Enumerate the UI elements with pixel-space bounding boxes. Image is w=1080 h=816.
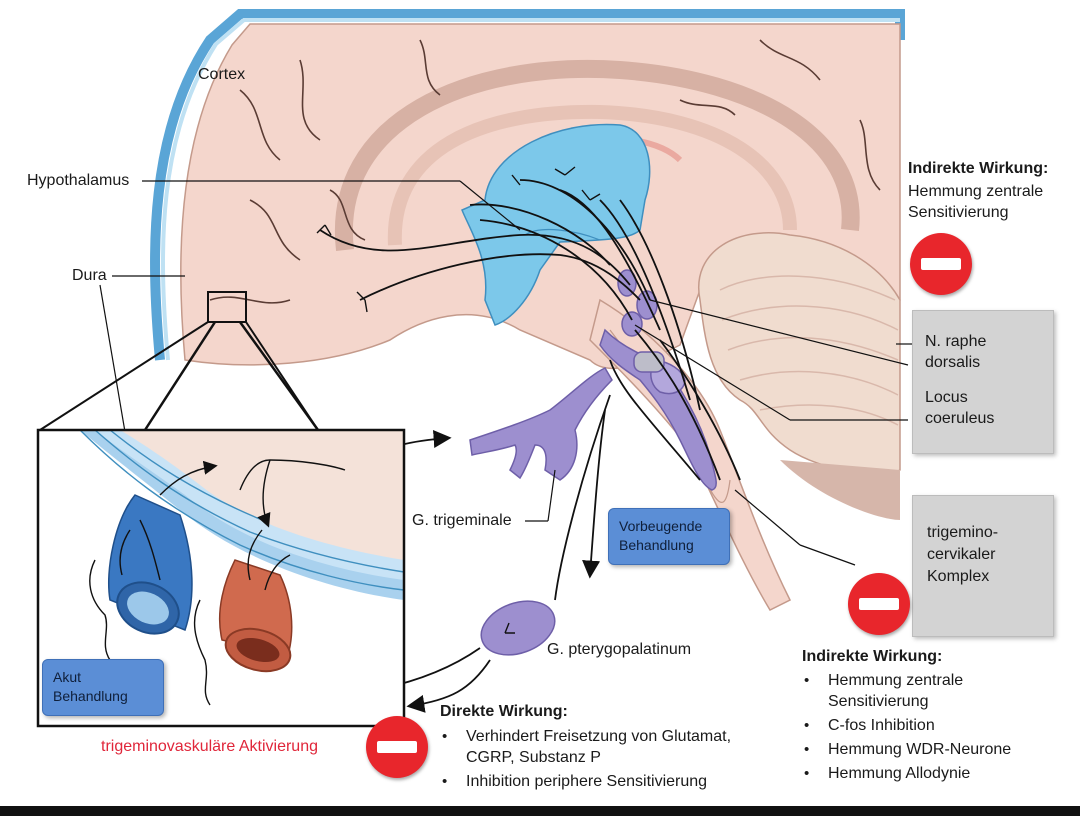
stop-sign-icon	[366, 716, 428, 778]
trigemino-line-2: cervikaler	[927, 546, 996, 563]
vorbeugende-line-2: Behandlung	[619, 537, 694, 553]
stop-sign-icon	[848, 573, 910, 635]
dura-label: Dura	[72, 267, 107, 284]
cerebellum	[697, 232, 901, 475]
akut-line-1: Akut	[53, 669, 82, 685]
vein-vessel	[107, 494, 193, 635]
nuclei-box: N. raphe dorsalis Locus coeruleus	[912, 310, 1054, 454]
g-trigeminale-label: G. trigeminale	[412, 512, 512, 529]
list-item: Inhibition periphere Sensitivierung	[440, 771, 731, 792]
direct-heading: Direkte Wirkung:	[440, 703, 568, 720]
indirect-bottom-heading: Indirekte Wirkung:	[802, 648, 943, 665]
zoom-source-box	[207, 291, 247, 323]
vorbeugende-behandlung-button[interactable]: Vorbeugende Behandlung	[608, 508, 730, 565]
indirect-top-heading: Indirekte Wirkung:	[908, 160, 1049, 177]
raphe-line-2: dorsalis	[925, 354, 981, 371]
trigemino-line-1: trigemino-	[927, 524, 999, 541]
trigemino-line-3: Komplex	[927, 568, 990, 585]
list-item: Verhindert Freisetzung von Glutamat,CGRP…	[440, 726, 731, 768]
vorbeugende-line-1: Vorbeugende	[619, 518, 703, 534]
direct-list: Verhindert Freisetzung von Glutamat,CGRP…	[440, 726, 731, 795]
raphe-line-1: N. raphe	[925, 333, 987, 350]
pterygopalatine-ganglion	[480, 600, 556, 656]
akut-behandlung-button[interactable]: Akut Behandlung	[42, 659, 164, 716]
artery-vessel	[218, 559, 293, 673]
g-pterygopalatinum-label: G. pterygopalatinum	[547, 641, 692, 658]
trigeminovaskulaere-label: trigeminovaskuläre Aktivierung	[101, 738, 318, 755]
locus-line-1: Locus	[925, 389, 968, 406]
dura-inset	[38, 430, 404, 726]
list-item: C-fos Inhibition	[802, 715, 1011, 736]
arrow-to-ptery	[582, 409, 606, 579]
bottom-bar	[0, 806, 1080, 816]
skull-outline	[150, 9, 905, 361]
locus-line-2: coeruleus	[925, 410, 995, 427]
stop-sign-icon	[910, 233, 972, 295]
cortex-label: Cortex	[198, 66, 246, 83]
indirect-top-line-1: Hemmung zentrale	[908, 183, 1044, 200]
akut-line-2: Behandlung	[53, 688, 128, 704]
list-item: Hemmung WDR-Neurone	[802, 739, 1011, 760]
trigemino-box: trigemino- cervikaler Komplex	[912, 495, 1054, 637]
hypothalamus-label: Hypothalamus	[27, 172, 130, 189]
list-item: Hemmung Allodynie	[802, 763, 1011, 784]
trigeminal-ganglion	[469, 367, 613, 481]
indirect-top-line-2: Sensitivierung	[908, 204, 1009, 221]
